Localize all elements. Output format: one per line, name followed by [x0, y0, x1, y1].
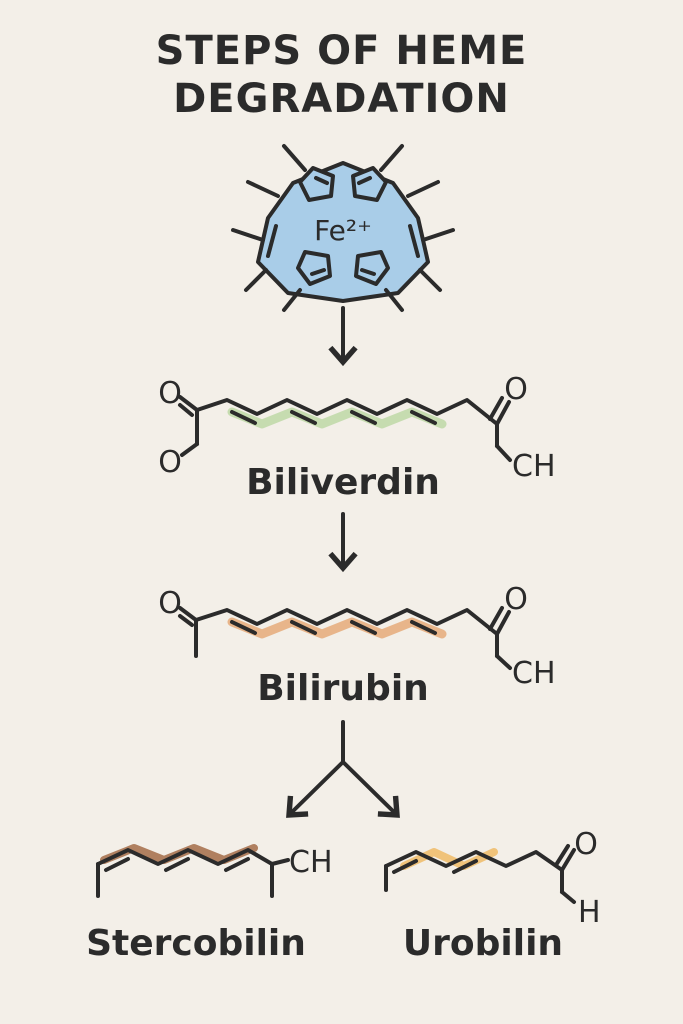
bilirubin-ch-group: CH — [512, 656, 556, 691]
urobilin-oxygen: O — [574, 827, 598, 862]
urobilin-molecule: O H Urobilin — [384, 827, 601, 964]
biliverdin-molecule: O O O CH Biliverdin — [158, 372, 555, 503]
bilirubin-oxygen-top-left: O — [158, 586, 182, 621]
pyrrole-bottom-left — [296, 250, 332, 286]
bilirubin-label: Bilirubin — [257, 668, 429, 709]
biliverdin-oxygen-bottom-left: O — [158, 445, 182, 480]
biliverdin-oxygen-top-left: O — [158, 376, 182, 411]
branch-arrow — [286, 720, 400, 818]
bilirubin-molecule: O O CH Bilirubin — [158, 582, 555, 709]
iron-ion-label: Fe²⁺ — [314, 214, 372, 247]
stercobilin-molecule: CH Stercobilin — [86, 844, 333, 964]
bilirubin-oxygen-top-right: O — [504, 582, 528, 617]
biliverdin-oxygen-top-right: O — [504, 372, 528, 407]
heme-molecule: Fe²⁺ — [231, 144, 455, 312]
biliverdin-ch-group: CH — [512, 449, 556, 484]
pyrrole-top-left — [298, 166, 335, 202]
biliverdin-label: Biliverdin — [246, 462, 440, 503]
page-title-line-1: STEPS OF HEME — [155, 28, 528, 74]
arrow-to-urobilin — [341, 760, 400, 818]
arrow-to-stercobilin — [286, 760, 345, 818]
urobilin-hydrogen: H — [578, 895, 601, 930]
stercobilin-ch-group: CH — [289, 845, 333, 880]
pyrrole-bottom-right — [354, 250, 390, 286]
heme-substituents — [231, 144, 455, 312]
page-title-line-2: DEGRADATION — [173, 76, 510, 122]
stercobilin-label: Stercobilin — [86, 923, 306, 964]
urobilin-label: Urobilin — [403, 923, 563, 964]
pyrrole-top-right — [351, 166, 388, 202]
